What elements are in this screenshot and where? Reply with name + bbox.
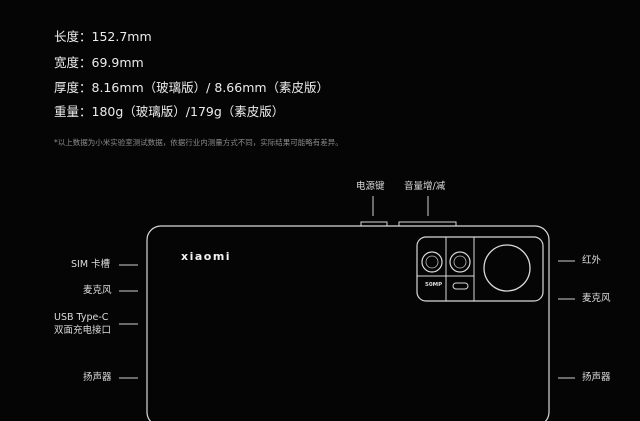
spec-weight: 重量：180g（玻璃版）/179g（素皮版） — [54, 104, 285, 119]
volume-key-shape — [398, 221, 457, 227]
brand-logo: xiaomi — [181, 250, 232, 263]
spec-footnote: *以上数据为小米实验室测试数据，依据行业内测量方式不同，实际结果可能略有差异。 — [54, 138, 343, 147]
camera-lens-1-inner — [425, 255, 439, 269]
label-power-key: 电源键 — [356, 181, 385, 192]
camera-lens-2 — [449, 251, 471, 273]
spec-thickness: 厚度：8.16mm（玻璃版）/ 8.66mm（素皮版） — [54, 80, 330, 95]
flash-led — [452, 282, 469, 290]
spec-length: 长度：152.7mm — [54, 29, 152, 44]
label-speaker-right: 扬声器 — [582, 372, 611, 383]
label-usb-line2: 双面充电接口 — [54, 325, 112, 336]
camera-module — [416, 236, 544, 302]
label-infrared: 红外 — [582, 255, 602, 266]
camera-badge: 50MP — [425, 282, 443, 288]
label-mic-right: 麦克风 — [582, 293, 611, 304]
power-key-shape — [360, 221, 388, 227]
label-mic-left: 麦克风 — [83, 285, 112, 296]
label-sim-tray: SIM 卡槽 — [71, 259, 111, 270]
label-usb-line1: USB Type-C — [54, 312, 109, 323]
phone-body-outline — [146, 225, 550, 421]
camera-main-lens — [483, 244, 531, 292]
spec-width: 宽度：69.9mm — [54, 55, 144, 70]
label-volume-key: 音量增/减 — [404, 181, 446, 192]
camera-lens-2-inner — [453, 255, 467, 269]
camera-lens-1 — [421, 251, 443, 273]
label-speaker-left: 扬声器 — [83, 372, 112, 383]
